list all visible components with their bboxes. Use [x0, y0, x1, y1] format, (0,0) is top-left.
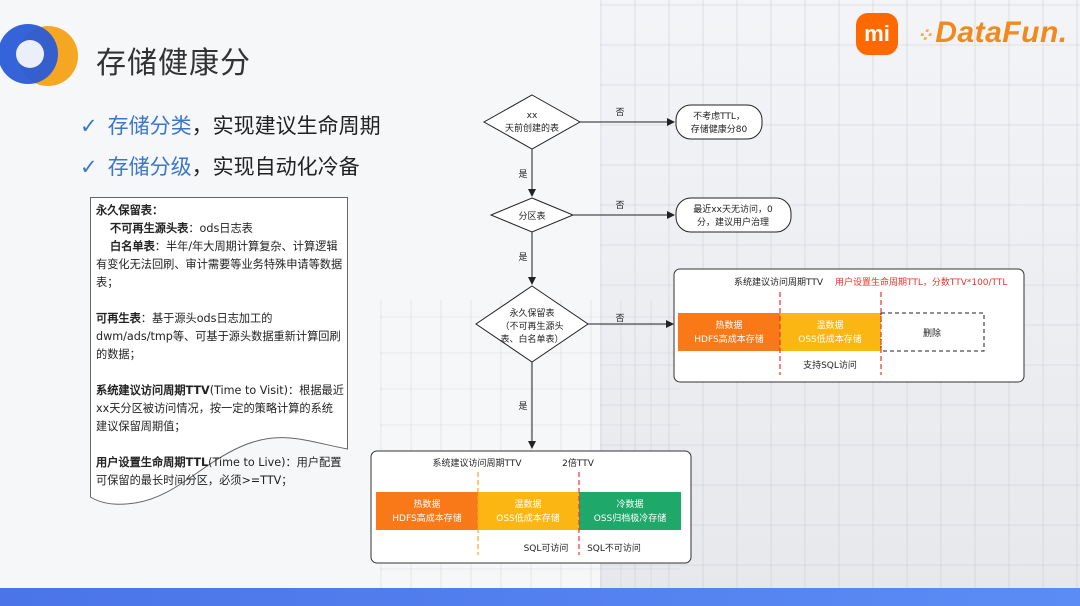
panel-bottom-cold-line2: OSS归档极冷存储: [594, 512, 667, 524]
d3-line1: 永久保留表: [509, 307, 554, 319]
d3-line2: （不可再生源头: [500, 320, 563, 332]
note-whitelist-label: 白名单表: [110, 240, 155, 253]
panel-bottom-cold-segment: [579, 492, 681, 530]
panel-bottom-warm-segment: [478, 492, 579, 530]
bottom-accent-bar: [0, 588, 1080, 606]
panel-bottom-hot-line2: HDFS高成本存储: [392, 512, 461, 524]
note-nonregen-label: 不可再生源头表: [110, 222, 189, 235]
decision-created-days-ago: [482, 94, 582, 150]
r2-line1: 最近xx天无访问，0: [693, 203, 773, 215]
note-permanent-heading: 永久保留表：: [96, 204, 164, 217]
checkmark-icon: ✓: [80, 155, 98, 179]
d1-yes-label: 是: [518, 169, 527, 180]
panel-top-hot-line1: 热数据: [715, 319, 742, 331]
d1-line2: 天前创建的表: [505, 122, 559, 134]
note-regen-text: ：基于源头ods日志加工的dwm/ads/tmp等、可基于源头数据重新计算回刷的…: [96, 312, 341, 361]
d3-line3: 表、白名单表）: [500, 333, 563, 345]
checkmark-icon: ✓: [80, 114, 98, 138]
note-card: [90, 197, 348, 505]
result-not-consider-ttl: [675, 104, 763, 140]
panel-bottom-hot-line1: 热数据: [413, 498, 440, 510]
panel-top-sql-support: 支持SQL访问: [803, 359, 857, 371]
note-ttv-text: (Time to Visit)：根据最近xx天分区被访问情况，按一定的策略计算的…: [96, 384, 344, 433]
note-ttl-label: 用户设置生命周期TTL: [96, 456, 209, 469]
r1-line2: 存储健康分80: [691, 123, 748, 135]
d3-yes-label: 是: [518, 401, 527, 412]
bullet-1-highlight: 存储分类: [107, 114, 192, 138]
decorative-circles-icon: [0, 24, 78, 86]
bullet-1-text: ，实现建议生命周期: [191, 114, 381, 138]
r2-line2: 分，建议用户治理: [697, 216, 769, 228]
note-whitelist-text: ：半年/年大周期计算复杂、计算逻辑有变化无法回刷、审计需要等业务特殊申请等数据表…: [96, 240, 343, 289]
note-text: 永久保留表： 不可再生源头表：ods日志表 白名单表：半年/年大周期计算复杂、计…: [96, 202, 344, 490]
bullet-1: ✓ 存储分类，实现建议生命周期: [80, 110, 381, 140]
bullet-2: ✓ 存储分级，实现自动化冷备: [80, 151, 360, 181]
panel-top-warm-line2: OSS低成本存储: [798, 333, 862, 345]
panel-bottom-hot-segment: [376, 492, 478, 530]
result-no-access-governance: [675, 197, 792, 233]
panel-bottom-sql-no: SQL不可访问: [587, 542, 641, 554]
note-nonregen-text: ：ods日志表: [188, 222, 253, 235]
d2-yes-label: 是: [518, 252, 527, 263]
panel-bottom-warm-line1: 温数据: [514, 498, 541, 510]
bullet-2-text: ，实现自动化冷备: [191, 155, 360, 179]
panel-bottom-warm-line2: OSS低成本存储: [496, 512, 560, 524]
panel-bottom-2ttv-label: 2倍TTV: [562, 457, 595, 469]
panel-bottom-ttv-label: 系统建议访问周期TTV: [433, 457, 523, 469]
note-regen-label: 可再生表: [96, 312, 141, 325]
d3-no-label: 否: [615, 313, 624, 324]
panel-top-delete: 删除: [923, 327, 941, 339]
datafun-dots-icon: ⁘: [916, 25, 934, 47]
bullet-2-highlight: 存储分级: [107, 155, 192, 179]
d2-no-label: 否: [615, 200, 624, 211]
datafun-logo-text: DataFun.: [935, 16, 1068, 49]
d1-line1: xx: [527, 111, 538, 121]
r1-line1: 不考虑TTL，: [693, 110, 745, 122]
xiaomi-logo-icon: mi: [856, 13, 898, 55]
panel-bottom-sql-yes: SQL可访问: [524, 542, 569, 554]
note-ttv-label: 系统建议访问周期TTV: [96, 384, 210, 397]
panel-bottom-cold-line1: 冷数据: [616, 498, 643, 510]
note-ttl-text: (Time to Live)：用户配置可保留的最长时间分区，必须>=TTV；: [96, 456, 342, 487]
panel-top-hot-line2: HDFS高成本存储: [694, 333, 763, 345]
panel-top-warm-segment: [780, 313, 881, 351]
panel-top-hot-segment: [678, 313, 780, 351]
d2-text: 分区表: [518, 210, 545, 222]
page-title: 存储健康分: [96, 46, 251, 81]
datafun-logo: ⁘DataFun.: [916, 16, 1068, 50]
d1-no-label: 否: [615, 107, 624, 118]
panel-top-warm-line1: 温数据: [816, 319, 843, 331]
panel-top-ttl-label: 用户设置生命周期TTL，分数TTV*100/TTL: [835, 276, 1007, 288]
panel-top-ttv-label: 系统建议访问周期TTV: [734, 276, 824, 288]
